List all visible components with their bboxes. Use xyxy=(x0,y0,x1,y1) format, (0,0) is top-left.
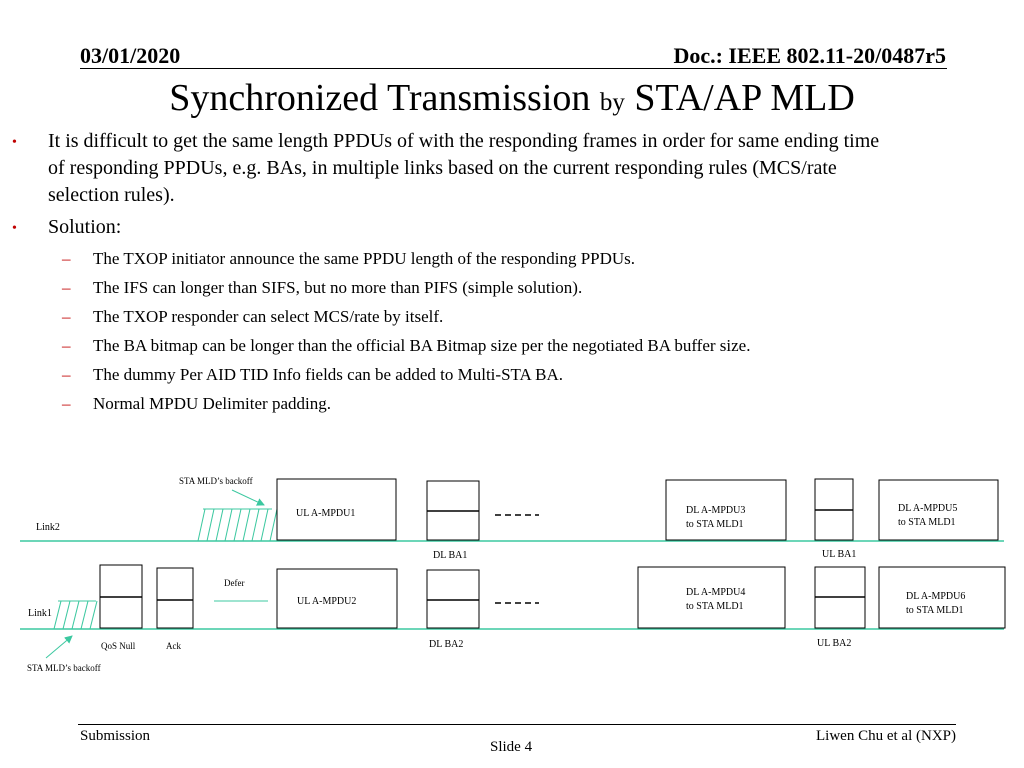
bullet-marker: • xyxy=(12,135,17,150)
bullet-text-line: Solution: xyxy=(48,216,122,238)
header-date: 03/01/2020 xyxy=(80,43,181,68)
link1-backoff-hatch xyxy=(53,600,98,630)
ul-ba2-label: UL BA2 xyxy=(817,638,851,649)
sta-backoff-label-bottom: STA MLD’s backoff xyxy=(27,663,101,673)
dl-ampdu4-label-2: to STA MLD1 xyxy=(686,601,744,612)
dl-ampdu4-label-1: DL A-MPDU4 xyxy=(686,587,745,598)
sub-bullet-item: – The BA bitmap can be longer than the of… xyxy=(62,335,751,357)
dl-ampdu5-label-2: to STA MLD1 xyxy=(898,517,956,528)
ul-ampdu2-box xyxy=(276,568,398,629)
qos-null-label: QoS Null xyxy=(101,641,136,651)
sub-bullet-marker: – xyxy=(62,307,71,326)
dl-ampdu4-box xyxy=(637,566,786,629)
sub-bullet-text: Normal MPDU Delimiter padding. xyxy=(93,394,331,413)
link1-label: Link1 xyxy=(28,608,52,619)
bullet-text-line: It is difficult to get the same length P… xyxy=(48,130,880,152)
footer-submission: Submission xyxy=(80,728,151,744)
backoff-arrow-bottom xyxy=(45,635,73,659)
sub-bullet-item: – The TXOP responder can select MCS/rate … xyxy=(62,306,444,328)
sub-bullet-item: – The IFS can longer than SIFS, but no mo… xyxy=(62,277,583,299)
header-doc-id: Doc.: IEEE 802.11-20/0487r5 xyxy=(673,43,946,68)
link2-backoff-hatch xyxy=(197,508,278,542)
title-part-1: Synchronized Transmission xyxy=(169,77,591,119)
slide-title: Synchronized Transmission by STA/AP MLD xyxy=(0,76,1024,120)
dl-ampdu5-box xyxy=(878,479,999,541)
bullet-item: • Solution: xyxy=(12,214,122,241)
defer-label: Defer xyxy=(224,578,244,588)
sub-bullet-item: – Normal MPDU Delimiter padding. xyxy=(62,393,331,415)
dl-ampdu3-box xyxy=(665,479,787,541)
sub-bullet-text: The dummy Per AID TID Info fields can be… xyxy=(93,365,563,384)
footer-slide-number: Slide 4 xyxy=(490,739,533,755)
bullet-text-line: of responding PPDUs, e.g. BAs, in multip… xyxy=(48,157,837,179)
dl-ampdu3-label-2: to STA MLD1 xyxy=(686,519,744,530)
sub-bullet-text: The BA bitmap can be longer than the off… xyxy=(93,336,751,355)
dl-ampdu6-box xyxy=(878,566,1006,629)
bullet-text-line: selection rules). xyxy=(48,184,175,206)
timing-diagram: Link2 Link1 STA MLD’s backoff STA MLD’s … xyxy=(20,476,1006,673)
sub-bullet-marker: – xyxy=(62,336,71,355)
bullet-marker: • xyxy=(12,221,17,236)
ul-ampdu2-label: UL A-MPDU2 xyxy=(297,596,356,607)
ack-label: Ack xyxy=(166,641,181,651)
footer-author: Liwen Chu et al (NXP) xyxy=(816,728,956,744)
ack-box xyxy=(156,567,194,629)
ul-ampdu1-box xyxy=(276,478,397,541)
sub-bullet-text: The TXOP initiator announce the same PPD… xyxy=(93,249,636,268)
sub-bullet-text: The TXOP responder can select MCS/rate b… xyxy=(93,307,444,326)
sub-bullet-text: The IFS can longer than SIFS, but no mor… xyxy=(93,278,583,297)
dl-ba1-label: DL BA1 xyxy=(433,550,467,561)
title-part-2: by xyxy=(599,89,625,116)
sub-bullet-marker: – xyxy=(62,249,71,268)
title-part-3: STA/AP MLD xyxy=(634,77,855,119)
link2-label: Link2 xyxy=(36,522,60,533)
bullet-item: • It is difficult to get the same length… xyxy=(12,128,880,209)
dl-ba2-box xyxy=(426,569,480,629)
dl-ba2-label: DL BA2 xyxy=(429,639,463,650)
sub-bullet-item: – The dummy Per AID TID Info fields can b… xyxy=(62,364,563,386)
sub-bullet-marker: – xyxy=(62,278,71,297)
ul-ba1-label: UL BA1 xyxy=(822,549,856,560)
sta-backoff-label-top: STA MLD’s backoff xyxy=(179,476,253,486)
footer-divider xyxy=(78,724,956,725)
dl-ampdu5-label-1: DL A-MPDU5 xyxy=(898,503,957,514)
sub-bullet-marker: – xyxy=(62,394,71,413)
sub-bullet-item: – The TXOP initiator announce the same PP… xyxy=(62,248,636,270)
sub-bullet-marker: – xyxy=(62,365,71,384)
dl-ampdu3-label-1: DL A-MPDU3 xyxy=(686,505,745,516)
backoff-arrow-top xyxy=(231,489,265,506)
dl-ampdu6-label-1: DL A-MPDU6 xyxy=(906,591,965,602)
header-divider xyxy=(80,68,947,69)
ul-ampdu1-label: UL A-MPDU1 xyxy=(296,508,355,519)
dl-ampdu6-label-2: to STA MLD1 xyxy=(906,605,964,616)
